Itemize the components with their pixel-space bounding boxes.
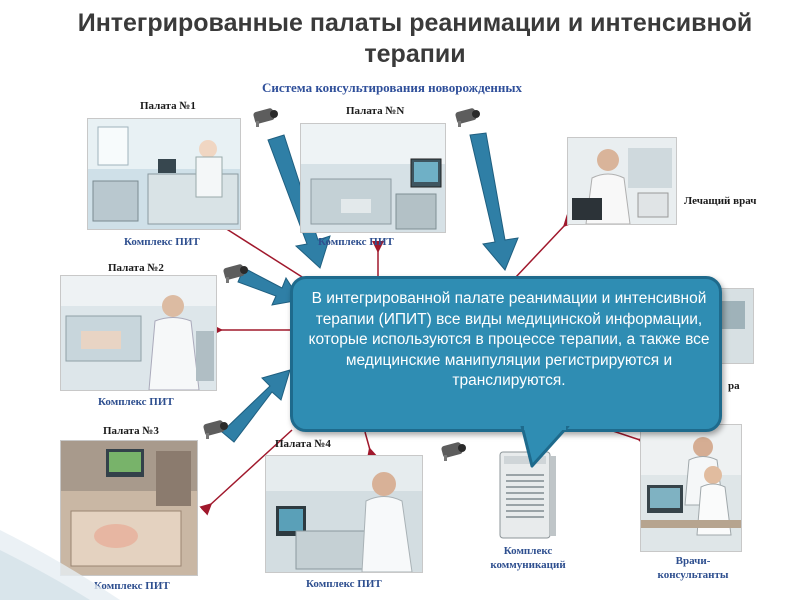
ward-n-caption: Комплекс ПИТ [318,236,394,248]
info-callout: В интегрированной палате реанимации и ин… [290,276,722,432]
camera-icon-ward3 [200,418,232,445]
camera-icon-wardn [452,106,484,133]
connector-ward1 [214,218,311,283]
consultants-caption: Врачи-консультанты [657,555,729,581]
connector-doctor [514,214,576,279]
connector-ward3 [199,429,293,516]
connector-ward4 [364,431,379,461]
ward-2-caption: Комплекс ПИТ [98,396,174,408]
doctor-photo [567,137,677,225]
partial-label-right: ра [728,380,740,392]
ward-4-label: Палата №4 [275,438,331,450]
big-arrow-1 [267,134,331,269]
ward-3-caption: Комплекс ПИТ [94,580,170,592]
consultants-photo [640,424,742,552]
callout-text: В интегрированной палате реанимации и ин… [308,290,710,389]
ward-1-label: Палата №1 [140,100,196,112]
doctor-label: Лечащий врач [684,195,757,207]
camera-icon-ward1 [250,106,282,133]
callout-tail [520,426,570,468]
ward-n-label: Палата №N [346,105,405,117]
diagram-subtitle: Система консультирования новорожденных [262,80,523,95]
camera-icon-ward4 [438,440,470,467]
slide-title: Интегрированные палаты реанимации и инте… [77,9,753,68]
ward-3-label: Палата №3 [103,425,159,437]
big-arrow-2 [469,132,519,271]
ward-1-photo [87,118,241,230]
ward-2-label: Палата №2 [108,262,164,274]
ward-n-photo [300,123,446,233]
comm-caption: Комплекс коммуникаций [490,545,566,571]
ward-3-photo [60,440,198,576]
ward-4-photo [265,455,423,573]
ward-1-caption: Комплекс ПИТ [124,236,200,248]
ward-4-caption: Комплекс ПИТ [306,578,382,590]
decorative-wave [0,530,120,600]
ward-2-photo [60,275,217,391]
big-arrow-4 [221,369,291,443]
server-photo [492,446,560,542]
camera-icon-ward2 [220,262,252,289]
